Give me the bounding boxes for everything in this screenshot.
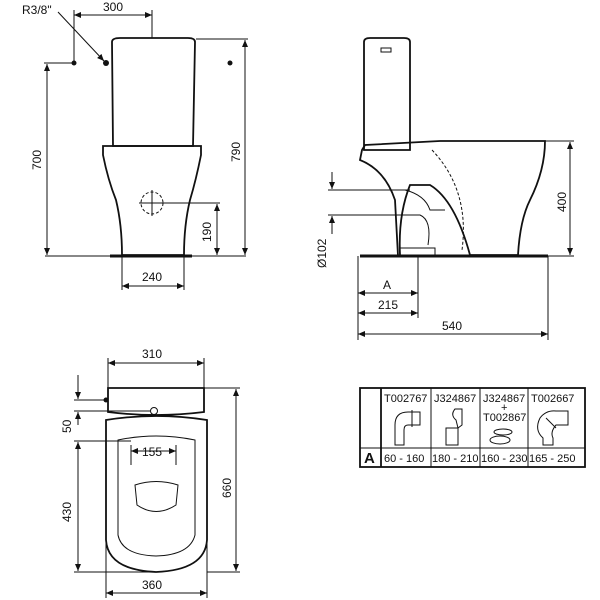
dim-215: 215: [378, 298, 398, 312]
dim-diameter-102: Ø102: [315, 238, 329, 268]
inlet-label: R3/8": [22, 3, 52, 17]
side-tank: [364, 38, 410, 150]
table-row-label: A: [364, 450, 375, 467]
dim-790: 790: [229, 142, 243, 162]
pan-connector-bend-icon: [395, 410, 420, 445]
dim-190: 190: [200, 222, 214, 242]
dim-240: 240: [142, 270, 162, 284]
col2-code: J324867: [434, 393, 476, 405]
dim-540: 540: [442, 319, 462, 333]
fixing-point-right: [228, 61, 233, 66]
side-view: 400 Ø102 A 215 540: [315, 38, 574, 340]
dim-700: 700: [30, 150, 44, 170]
front-tank: [112, 38, 195, 146]
top-view: 310 50 155 430 660 360: [60, 347, 240, 598]
connector-extension-icon: [490, 429, 512, 444]
pan-connector-long-bend-icon: [538, 411, 568, 445]
dim-360: 360: [142, 578, 162, 592]
col2-range: 180 - 210: [432, 453, 478, 465]
dim-155: 155: [142, 445, 162, 459]
dim-400: 400: [555, 192, 569, 212]
dim-300: 300: [103, 0, 123, 14]
col1-range: 60 - 160: [384, 453, 424, 465]
dim-310: 310: [142, 347, 162, 361]
col1-code: T002767: [384, 393, 427, 405]
side-bowl: [360, 141, 545, 256]
connector-table: A T002767 J324867 J324867 + T002867 T002…: [360, 388, 585, 467]
front-view: R3/8" 300 700 790 190 240: [22, 0, 248, 290]
dim-a: A: [383, 278, 391, 292]
dim-50: 50: [60, 419, 74, 433]
dim-430: 430: [60, 502, 74, 522]
col3-code2: T002867: [483, 412, 526, 424]
col4-range: 165 - 250: [529, 453, 575, 465]
pan-connector-offset-icon: [446, 409, 462, 445]
dim-660: 660: [220, 478, 234, 498]
col4-code: T002667: [531, 393, 574, 405]
col3-range: 160 - 230: [481, 453, 527, 465]
